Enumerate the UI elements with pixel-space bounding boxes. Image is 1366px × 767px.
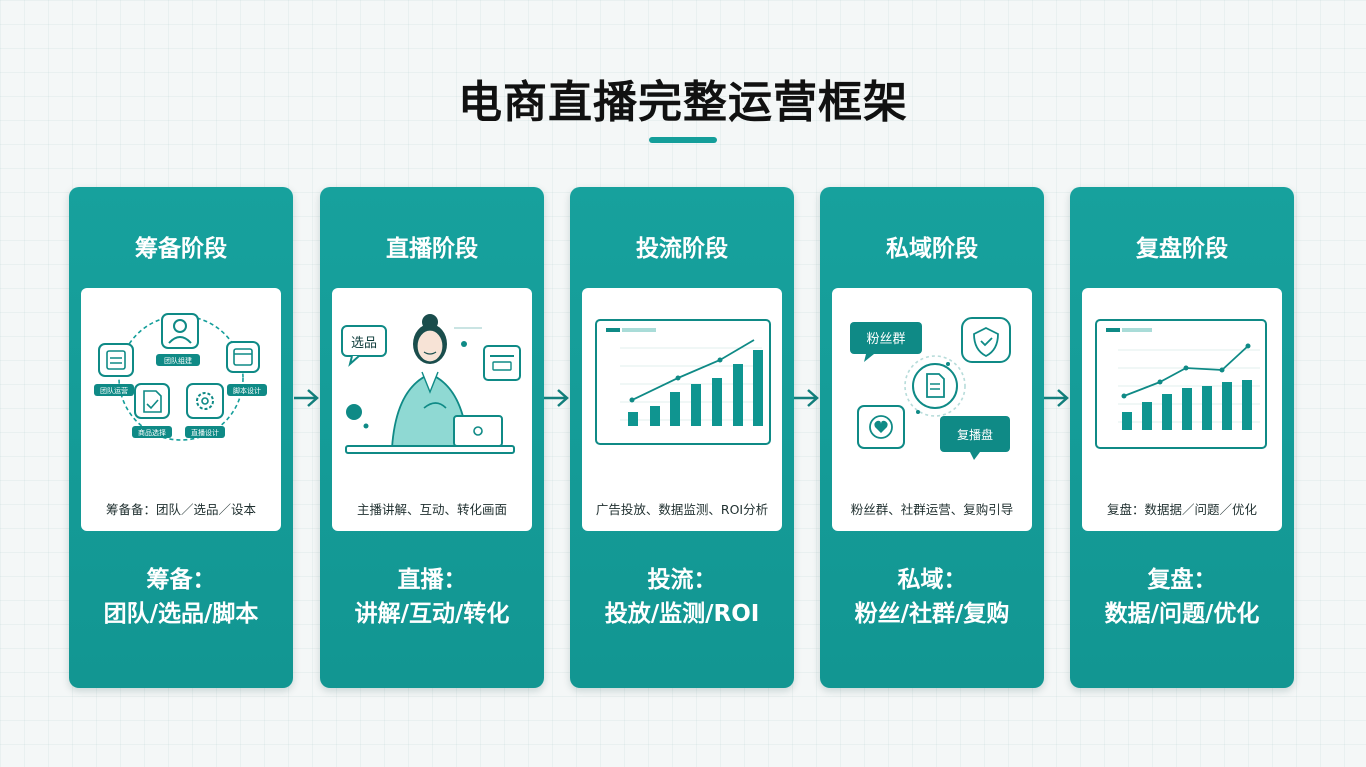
stage-title: 私域阶段: [886, 236, 978, 262]
stage-card-review[interactable]: 复盘阶段: [1070, 187, 1294, 688]
heart-shield-icon: [961, 317, 1011, 363]
document-icon: [134, 383, 170, 419]
stage-illustration-panel: 粉丝群 复播盘: [832, 288, 1032, 531]
stage-title: 筹备阶段: [135, 236, 227, 262]
stage-illustration-panel: 团队组建 团队运营 脚本设计: [81, 288, 281, 531]
stage-caption: 筹备备：团队／选品／设本: [105, 502, 256, 517]
bubble-bottom: [940, 416, 1010, 452]
document-icon: [926, 373, 945, 398]
stage-caption: 复盘：数据据／问题／优化: [1106, 502, 1257, 517]
arrow-right-icon: [294, 389, 319, 407]
stage-card-private[interactable]: 私域阶段 粉丝群: [820, 187, 1044, 688]
stage-summary-items: 投放/监测/ROI: [604, 601, 760, 627]
host-illustration: 选品: [341, 314, 521, 454]
arrow-right-icon: [1044, 389, 1069, 407]
stage-summary-heading: 投流：: [647, 567, 717, 593]
host-figure: [391, 314, 469, 449]
stage-summary-items: 讲解/互动/转化: [354, 601, 510, 627]
arrow-right-icon: [544, 389, 569, 407]
laptop-icon: [453, 415, 503, 447]
chart-frame: [595, 319, 771, 445]
growth-chart-illustration: [595, 319, 771, 445]
stage-caption: 广告投放、数据监测、ROI分析: [595, 502, 769, 517]
arrow-right-icon: [794, 389, 819, 407]
review-chart-illustration: [1095, 319, 1267, 449]
bubble-top: [850, 322, 922, 354]
icon-label: 团队运营: [100, 386, 128, 395]
stage-card-traffic[interactable]: 投流阶段: [570, 187, 794, 688]
stage-summary-heading: 复盘：: [1147, 567, 1217, 593]
heart-icon: [857, 405, 905, 449]
calendar-icon: [226, 341, 260, 373]
chart-bars: [1122, 380, 1252, 430]
icon-label: 团队组建: [164, 356, 192, 365]
stage-illustration-panel: 复盘：数据据／问题／优化: [1082, 288, 1282, 531]
bubble-label: 复播盘: [957, 427, 993, 442]
stage-caption: 主播讲解、互动、转化画面: [356, 502, 507, 517]
icon-label: 商品选择: [138, 428, 166, 437]
chart-bars: [628, 350, 763, 426]
icon-label-bg: [156, 354, 200, 366]
bubble-label: 选品: [351, 336, 377, 351]
stage-summary-heading: 筹备：: [146, 567, 216, 593]
bubble-label: 粉丝群: [866, 332, 905, 347]
calculator-icon: [98, 343, 134, 377]
chat-icon: 选品: [341, 325, 387, 367]
user-icon: [161, 313, 199, 349]
cycle-ring: [118, 315, 244, 441]
stage-summary-items: 团队/选品/脚本: [103, 601, 259, 627]
stage-title: 投流阶段: [636, 236, 728, 262]
stage-card-live[interactable]: 直播阶段 选品: [320, 187, 544, 688]
trend-line: [631, 339, 755, 401]
stage-summary-heading: 直播：: [397, 567, 467, 593]
stage-caption: 粉丝群、社群运营、复购引导: [850, 502, 1014, 517]
gear-icon: [186, 383, 224, 419]
community-illustration: 粉丝群 复播盘: [850, 317, 1011, 460]
stage-illustration-panel: 广告投放、数据监测、ROI分析: [582, 288, 782, 531]
calendar-icon: [483, 345, 521, 381]
title-underline: [649, 137, 717, 143]
stage-summary-heading: 私域：: [897, 567, 967, 593]
chart-frame: [1095, 319, 1267, 449]
stage-title: 直播阶段: [386, 236, 478, 262]
stage-title: 复盘阶段: [1136, 236, 1228, 262]
icon-label: 脚本设计: [233, 386, 261, 395]
page-title: 电商直播完整运营框架: [458, 77, 908, 128]
stage-illustration-panel: 选品: [332, 288, 532, 531]
stage-summary-items: 数据/问题/优化: [1104, 601, 1260, 627]
stage-summary-items: 粉丝/社群/复购: [854, 601, 1010, 627]
icon-label: 直播设计: [191, 428, 219, 437]
stage-card-prep[interactable]: 筹备阶段 团队组建 团队运营: [69, 187, 293, 688]
team-cycle-illustration: 团队组建 团队运营 脚本设计: [94, 313, 267, 441]
